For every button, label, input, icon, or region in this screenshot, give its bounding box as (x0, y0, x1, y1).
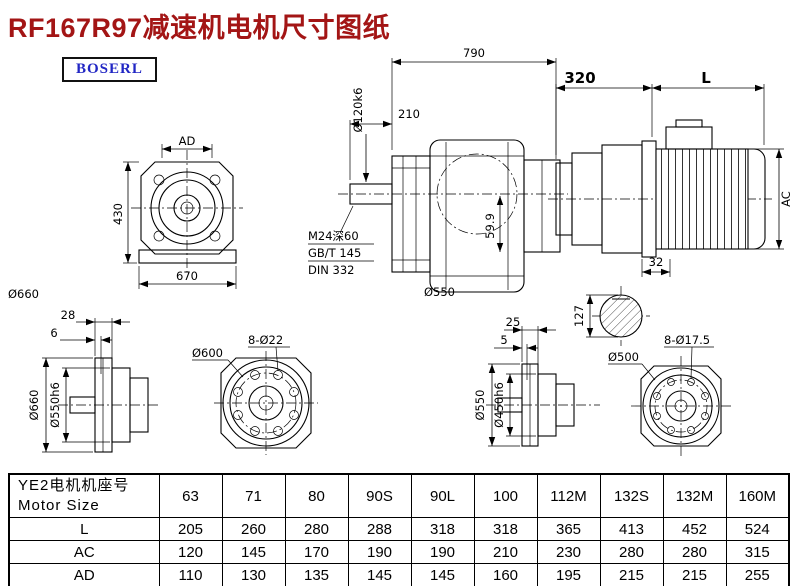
flange-side-view-1: 28 6 Ø660 Ø550h6 (27, 308, 158, 453)
dim-holes-175-label: 8-Ø17.5 (664, 333, 710, 347)
dim-660-callout: Ø660 (8, 287, 39, 301)
table-row-l: L 205 260 280 288 318 318 365 413 452 52… (8, 517, 790, 541)
dim-210-label: 210 (398, 107, 420, 121)
front-view: AD 430 670 Ø660 (8, 134, 243, 301)
std-note-din: DIN 332 (308, 263, 354, 277)
table-cell: 318 (410, 517, 475, 541)
table-cell: 130 (221, 563, 286, 586)
header-cn: YE2电机机座号 (18, 477, 130, 494)
table-cell: 145 (347, 563, 412, 586)
dim-holes-22-label: 8-Ø22 (248, 333, 283, 347)
dim-670-label: 670 (176, 269, 198, 283)
dim-500-label: Ø500 (608, 350, 639, 364)
table-header-col: 90S (347, 473, 412, 518)
table-header-col: 100 (473, 473, 538, 518)
technical-drawing: AD 430 670 Ø660 (8, 46, 793, 456)
row-label: L (8, 517, 160, 541)
row-label: AD (8, 563, 160, 586)
table-cell: 280 (599, 540, 664, 564)
table-cell: 315 (725, 540, 790, 564)
dim-28-label: 28 (61, 308, 76, 322)
header-en: Motor Size (18, 497, 100, 514)
dim-5-label: 5 (500, 333, 507, 347)
table-cell: 190 (410, 540, 475, 564)
table-cell: 413 (599, 517, 664, 541)
table-cell: 110 (158, 563, 223, 586)
dim-790-label: 790 (463, 46, 485, 60)
table-cell: 210 (473, 540, 538, 564)
dim-l-label: L (701, 69, 711, 87)
dim-6-label: 6 (50, 326, 57, 340)
table-cell: 318 (473, 517, 538, 541)
table-header-motor-size: YE2电机机座号 Motor Size (8, 473, 160, 518)
dim-32-label: 32 (649, 255, 664, 269)
flange-front-view-2: Ø500 8-Ø17.5 (608, 333, 731, 456)
table-header-col: 63 (158, 473, 223, 518)
boserl-logo: BOSERL (62, 57, 157, 82)
table-cell: 230 (536, 540, 601, 564)
table-header-col: 112M (536, 473, 601, 518)
table-cell: 170 (284, 540, 349, 564)
dim-550-label: Ø550 (424, 285, 455, 299)
dim-ac-label: AC (779, 191, 793, 207)
table-cell: 452 (662, 517, 727, 541)
table-header-row: YE2电机机座号 Motor Size 63 71 80 90S 90L 100… (8, 473, 790, 518)
table-header-col: 160M (725, 473, 790, 518)
motor-view: 320 L AC 32 127 (548, 69, 793, 346)
dim-flange-od-label: Ø660 (27, 389, 41, 420)
dim-flange-od-2-label: Ø550 (473, 389, 487, 420)
std-note-gb: GB/T 145 (308, 246, 361, 260)
table-cell: 145 (410, 563, 475, 586)
table-cell: 120 (158, 540, 223, 564)
table-cell: 280 (284, 517, 349, 541)
flange-front-view-1: Ø600 8-Ø22 (192, 333, 318, 455)
flange-side-view-2: 25 5 Ø550 Ø450h6 (473, 315, 600, 447)
dim-25-label: 25 (506, 315, 521, 329)
dim-599-label: 59.9 (483, 213, 497, 239)
page-title: RF167R97减速机电机尺寸图纸 (8, 13, 391, 43)
table-header-col: 132M (662, 473, 727, 518)
table-cell: 215 (599, 563, 664, 586)
table-cell: 145 (221, 540, 286, 564)
thread-note: M24深60 (308, 229, 359, 243)
motor-size-table: YE2电机机座号 Motor Size 63 71 80 90S 90L 100… (8, 473, 790, 586)
dim-320-label: 320 (564, 69, 595, 87)
table-cell: 280 (662, 540, 727, 564)
dim-spigot-label: Ø550h6 (48, 382, 62, 428)
side-section-view: 790 210 Ø120k6 M24深60 GB/T 145 DIN 332 5… (308, 46, 568, 299)
table-cell: 195 (536, 563, 601, 586)
table-cell: 190 (347, 540, 412, 564)
table-row-ad: AD 110 130 135 145 145 160 195 215 215 2… (8, 563, 790, 586)
table-cell: 365 (536, 517, 601, 541)
table-cell: 255 (725, 563, 790, 586)
table-cell: 288 (347, 517, 412, 541)
table-cell: 135 (284, 563, 349, 586)
table-cell: 160 (473, 563, 538, 586)
table-header-col: 90L (410, 473, 475, 518)
dim-spigot-2-label: Ø450h6 (492, 382, 506, 428)
table-cell: 205 (158, 517, 223, 541)
table-header-col: 71 (221, 473, 286, 518)
table-row-ac: AC 120 145 170 190 190 210 230 280 280 3… (8, 540, 790, 564)
dim-ad-label: AD (179, 134, 196, 148)
table-cell: 260 (221, 517, 286, 541)
table-header-col: 80 (284, 473, 349, 518)
row-label: AC (8, 540, 160, 564)
dim-shaft-dia-label: Ø120k6 (351, 88, 365, 133)
dim-430-label: 430 (111, 203, 125, 225)
table-cell: 215 (662, 563, 727, 586)
dim-600-label: Ø600 (192, 346, 223, 360)
table-header-col: 132S (599, 473, 664, 518)
table-cell: 524 (725, 517, 790, 541)
dim-127-label: 127 (572, 305, 586, 327)
